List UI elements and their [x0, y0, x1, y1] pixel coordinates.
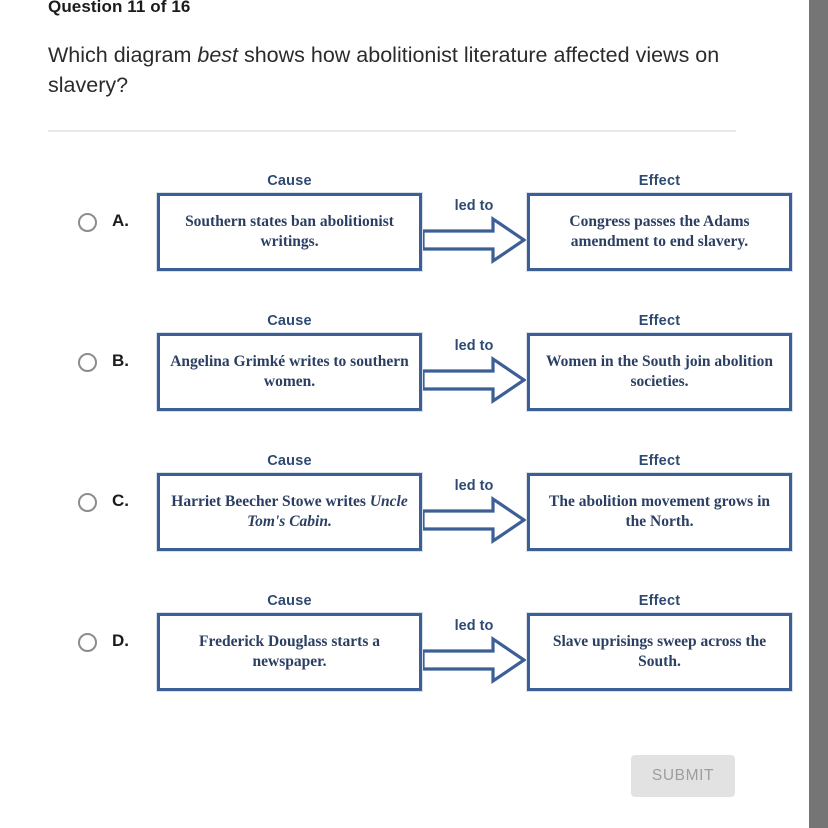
- cause-box-text: Southern states ban abolitionist writing…: [168, 212, 411, 252]
- question-page: Question 11 of 16 Which diagram best sho…: [0, 0, 809, 797]
- arrow-right-icon: [421, 495, 527, 545]
- connector-label: led to: [454, 618, 494, 634]
- effect-box: Women in the South join abolition societ…: [526, 332, 793, 412]
- connector-label: led to: [454, 338, 494, 354]
- effect-caption: Effect: [638, 593, 681, 609]
- cause-box: Harriet Beecher Stowe writes Uncle Tom's…: [156, 472, 423, 552]
- connector-label: led to: [454, 198, 494, 214]
- cause-caption: Cause: [267, 313, 312, 329]
- effect-caption: Effect: [638, 313, 681, 329]
- cause-text-plain: Frederick Douglass starts a newspaper.: [199, 633, 380, 670]
- option-letter: B.: [112, 351, 129, 370]
- radio-button-d[interactable]: [78, 633, 97, 652]
- cause-caption: Cause: [267, 453, 312, 469]
- effect-box-text: The abolition movement grows in the Nort…: [548, 493, 771, 530]
- cause-box-text: Harriet Beecher Stowe writes Uncle Tom's…: [168, 492, 411, 532]
- connector-label: led to: [454, 478, 494, 494]
- arrow-right-icon: [421, 355, 527, 405]
- cause-text-plain: Harriet Beecher Stowe writes: [171, 493, 370, 510]
- effect-box-text: Congress passes the Adams amendment to e…: [569, 213, 750, 250]
- effect-box: Slave uprisings sweep across the South.: [526, 612, 793, 692]
- effect-box: The abolition movement grows in the Nort…: [526, 472, 793, 552]
- prompt-emphasis: best: [197, 43, 238, 67]
- arrow-right-icon: [421, 635, 527, 685]
- radio-button-b[interactable]: [78, 353, 97, 372]
- option-letter: D.: [112, 631, 129, 650]
- effect-box-text: Slave uprisings sweep across the South.: [552, 633, 767, 670]
- question-counter: Question 11 of 16: [48, 0, 191, 16]
- effect-caption: Effect: [638, 453, 681, 469]
- cause-caption: Cause: [267, 593, 312, 609]
- radio-button-c[interactable]: [78, 493, 97, 512]
- header-divider: [48, 130, 736, 132]
- cause-box-text: Frederick Douglass starts a newspaper.: [168, 632, 411, 672]
- radio-button-a[interactable]: [78, 213, 97, 232]
- cause-caption: Cause: [267, 173, 312, 189]
- prompt-part-1: Which diagram: [48, 43, 198, 67]
- arrow-right-icon: [421, 215, 527, 265]
- cause-text-plain: Angelina Grimké writes to southern women…: [170, 353, 409, 390]
- cause-box: Frederick Douglass starts a newspaper.: [156, 612, 423, 692]
- effect-caption: Effect: [638, 173, 681, 189]
- cause-box-text: Angelina Grimké writes to southern women…: [168, 352, 411, 392]
- cause-box: Angelina Grimké writes to southern women…: [156, 332, 423, 412]
- submit-button[interactable]: SUBMIT: [631, 755, 735, 797]
- cause-box: Southern states ban abolitionist writing…: [156, 192, 423, 272]
- cause-text-plain: Southern states ban abolitionist writing…: [185, 213, 394, 250]
- question-prompt: Which diagram best shows how abolitionis…: [48, 40, 748, 100]
- prompt-part-2: shows how abolitionist literature affect…: [48, 43, 720, 97]
- cause-text-italic: Uncle Tom's Cabin.: [247, 493, 408, 530]
- option-letter: A.: [112, 211, 129, 230]
- option-letter: C.: [112, 491, 129, 510]
- effect-box: Congress passes the Adams amendment to e…: [526, 192, 793, 272]
- effect-box-text: Women in the South join abolition societ…: [546, 353, 773, 390]
- page-scrollbar[interactable]: [809, 0, 828, 828]
